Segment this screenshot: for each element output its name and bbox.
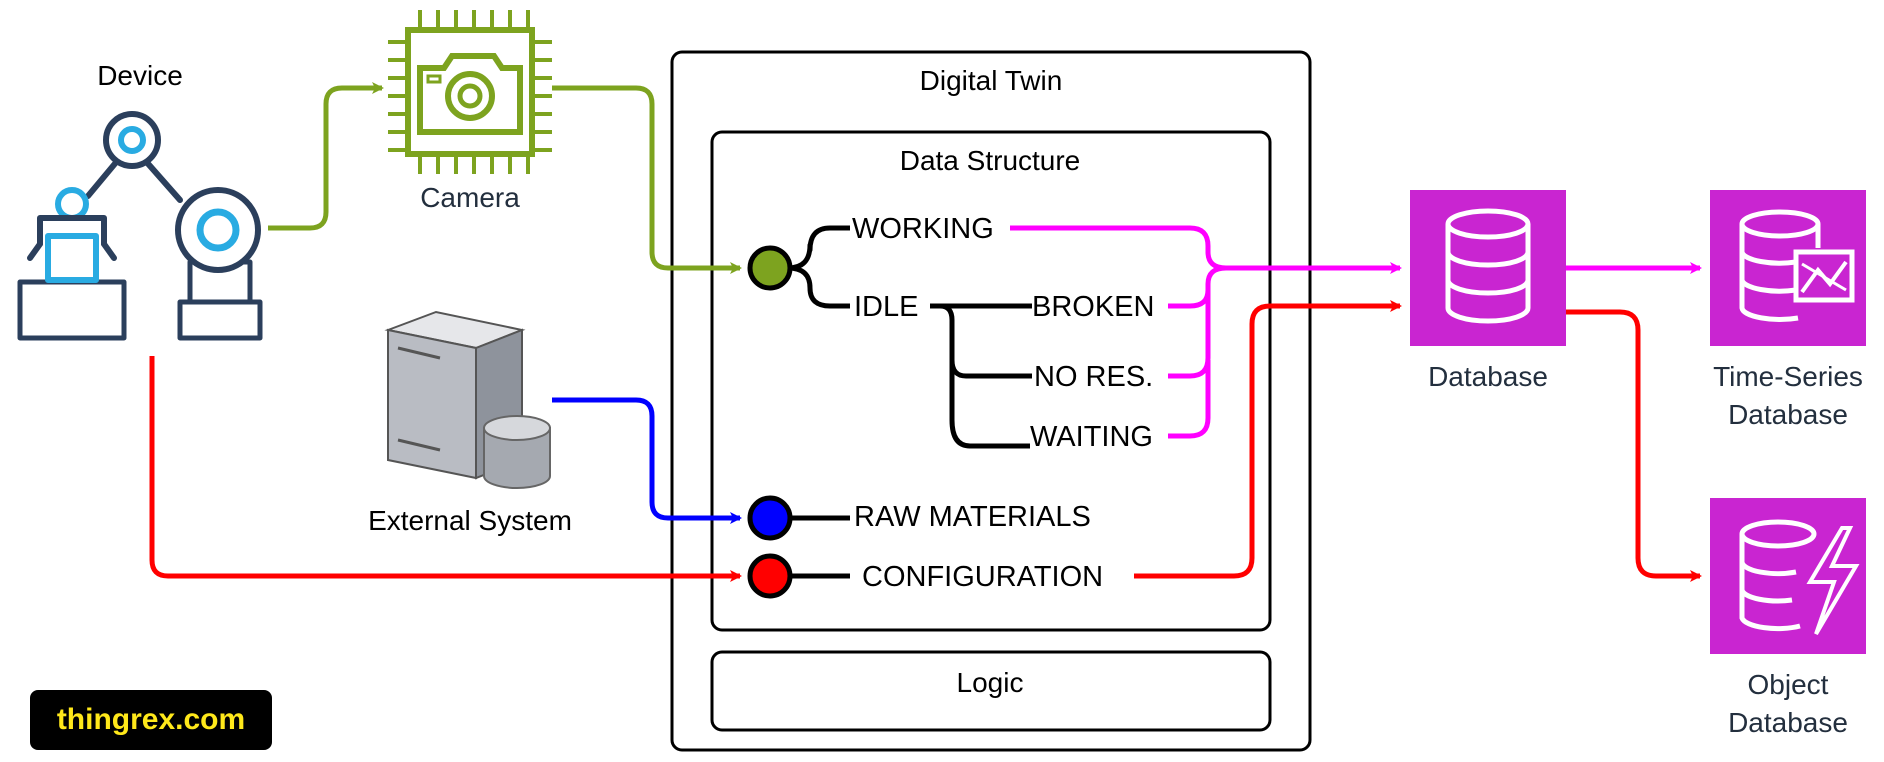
- dynamodb-icon: [1710, 498, 1866, 654]
- robot-arm-icon: [17, 111, 263, 341]
- data-structure-box: [710, 130, 1272, 632]
- external-system-label: External System: [368, 505, 572, 536]
- state-idle: IDLE: [854, 291, 918, 323]
- states-to-database-connector: [1010, 225, 1402, 439]
- object-db-label-line2: Database: [1728, 707, 1848, 738]
- field-raw-materials: RAW MATERIALS: [854, 501, 1091, 533]
- field-configuration: CONFIGURATION: [862, 561, 1103, 593]
- logic-label: Logic: [957, 667, 1024, 698]
- server-icon: [384, 310, 551, 489]
- database-to-object-db-connector: [1566, 309, 1702, 582]
- external-to-raw-materials-connector: [552, 397, 742, 524]
- state-broken: BROKEN: [1032, 291, 1154, 323]
- state-no-res: NO RES.: [1034, 361, 1153, 393]
- camera-to-state-connector: [552, 85, 742, 274]
- state-tree: [787, 225, 1032, 579]
- object-db-label-line1: Object: [1748, 669, 1829, 700]
- digital-twin-box: [670, 50, 1312, 752]
- database-label: Database: [1428, 361, 1548, 392]
- raw-materials-node-blue: [747, 495, 793, 541]
- data-structure-title: Data Structure: [900, 145, 1081, 176]
- configuration-to-database-connector: [1134, 300, 1402, 579]
- device-to-camera-connector: [268, 82, 384, 231]
- camera-label: Camera: [420, 182, 520, 213]
- configuration-node-red: [747, 553, 793, 599]
- device-to-configuration-connector: [149, 356, 742, 582]
- database-icon: [1410, 190, 1566, 346]
- digital-twin-title: Digital Twin: [920, 65, 1063, 96]
- time-series-db-label-line2: Database: [1728, 399, 1848, 430]
- device-label: Device: [97, 60, 183, 91]
- camera-chip-icon: [388, 10, 552, 174]
- state-waiting: WAITING: [1030, 421, 1153, 453]
- brand-badge[interactable]: thingrex.com: [30, 690, 272, 750]
- timestream-icon: [1710, 190, 1866, 346]
- time-series-db-label-line1: Time-Series: [1713, 361, 1863, 392]
- state-working: WORKING: [852, 213, 994, 245]
- state-node-green: [747, 245, 793, 291]
- logic-box: [710, 650, 1272, 732]
